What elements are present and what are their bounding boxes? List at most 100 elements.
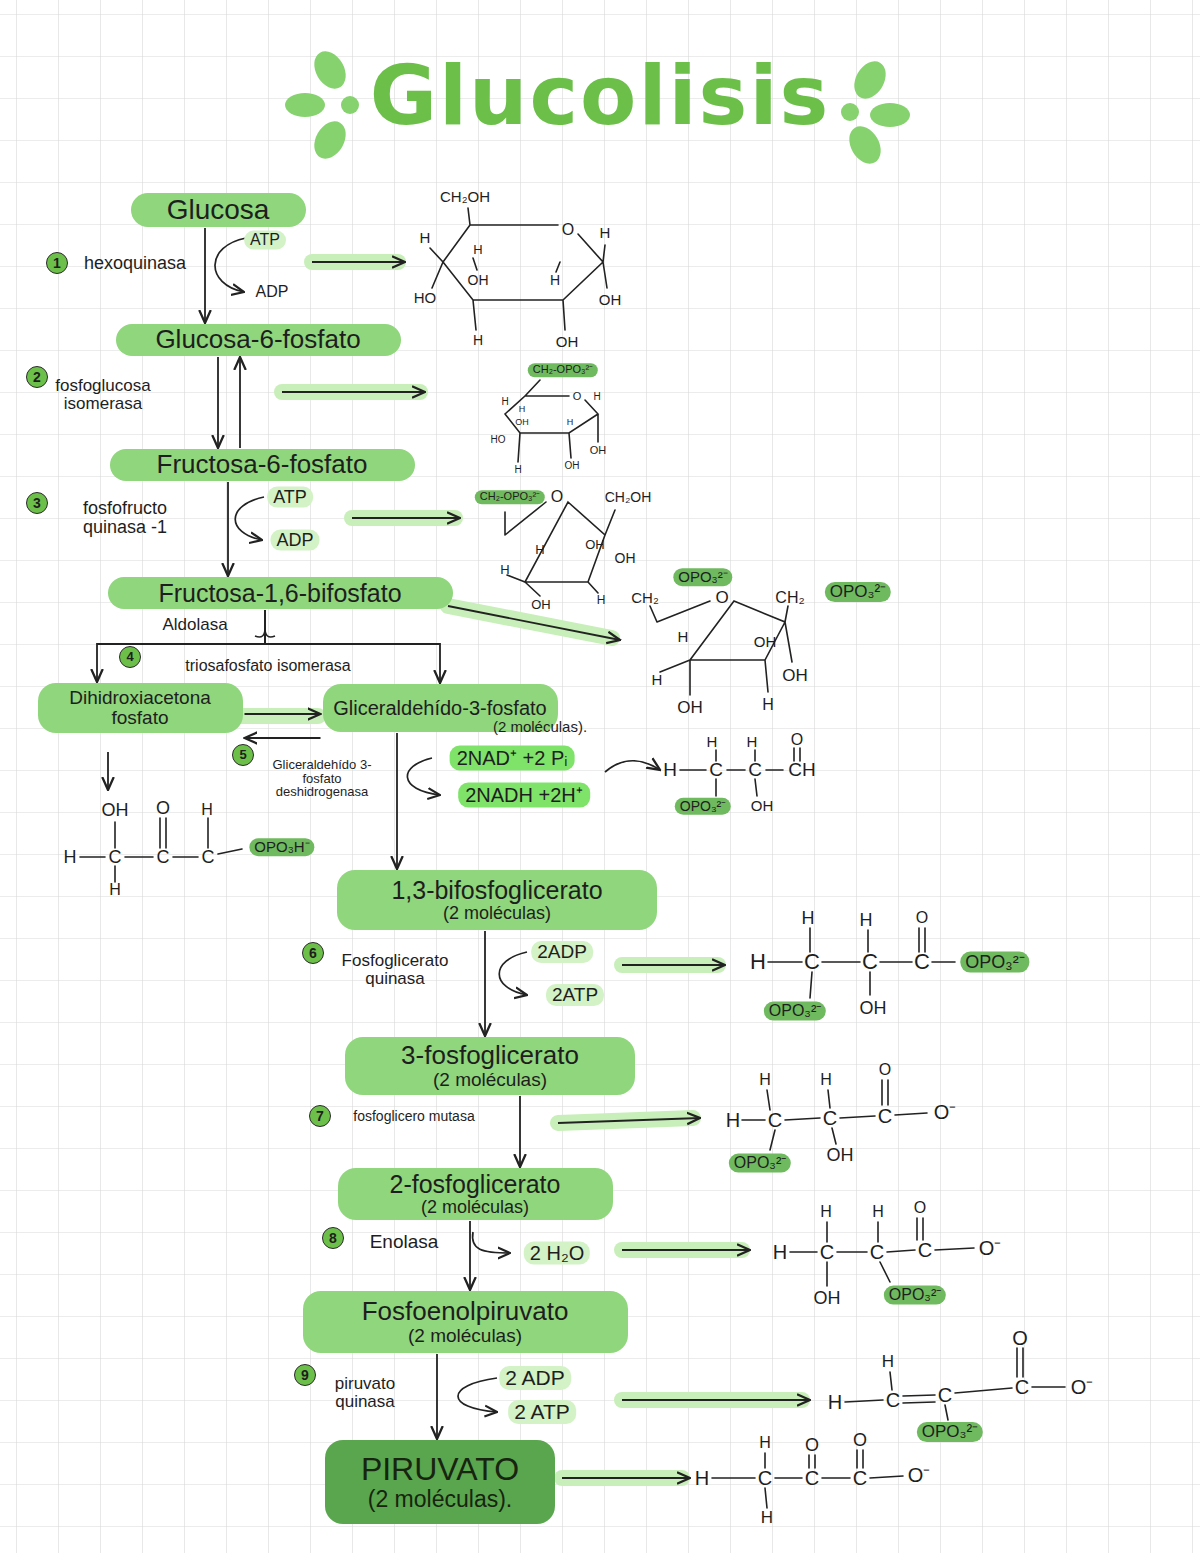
reaction-arrow [245, 713, 321, 715]
chemical-bond [80, 208, 1065, 1508]
atom-label: CH₂OH [440, 189, 490, 205]
metabolite-name: Gliceraldehído-3-fosfato [333, 698, 546, 719]
atom-label: OH [599, 292, 622, 308]
molecule-count: (2 moléculas) [421, 1198, 529, 1217]
atom-label: HO [491, 435, 506, 446]
enzyme-label: piruvato quinasa [315, 1375, 415, 1411]
atom-label: H [762, 697, 774, 714]
phosphate-group: OPO₃²⁻ [673, 568, 732, 586]
atom-label: H [820, 1204, 832, 1221]
enzyme-label: Fosfoglicerato quinasa [320, 952, 470, 988]
atom-label: O [916, 910, 928, 927]
atom-label: H [747, 734, 758, 750]
atom-label: O [879, 1062, 891, 1079]
atom-label: H [473, 333, 483, 348]
phosphate-group: CH₂-OPO₃²⁻ [528, 363, 598, 377]
atom-label: OH [468, 273, 489, 288]
metabolite-name: Glucosa [167, 195, 270, 224]
metabolite-box: 1,3-bifosfoglicerato(2 moléculas) [337, 870, 657, 930]
atom-label: O [791, 732, 803, 749]
atom-label: CH₂ [775, 590, 804, 607]
metabolite-box: Dihidroxiacetona fosfato [38, 683, 243, 733]
atom-label: H [593, 392, 600, 403]
atom-label: OH [827, 1146, 854, 1165]
atom-label: O⁻ [908, 1465, 931, 1486]
atom-label: OH [677, 699, 703, 717]
atom-label: OH [782, 667, 808, 685]
atom-label: C [805, 1468, 819, 1489]
callout-number: 6 [302, 942, 324, 964]
atom-label: OH [515, 418, 529, 427]
atom-label: H [519, 405, 526, 414]
callout-number: 2 [26, 366, 48, 388]
cofactor-label: 2NADH +2H⁺ [458, 783, 590, 808]
atom-label: O [1012, 1328, 1028, 1349]
enzyme-label: triosafosfato isomerasa [185, 658, 350, 675]
atom-label: H [550, 273, 560, 288]
enzyme-label: hexoquinasa [84, 254, 186, 273]
metabolite-name: Glucosa-6-fosfato [155, 326, 360, 353]
enzyme-label: Enolasa [370, 1232, 439, 1252]
atom-label: H [501, 397, 508, 408]
atom-label: O [156, 799, 170, 818]
atom-label: C [758, 1468, 772, 1489]
atom-label: OH [754, 634, 777, 650]
atom-label: C [768, 1110, 782, 1131]
callout-number: 3 [26, 492, 48, 514]
cofactor-label: ATP [244, 231, 286, 250]
reaction-arrow [227, 482, 229, 576]
metabolite-box: 3-fosfoglicerato(2 moléculas) [345, 1037, 635, 1095]
cofactor-label: ADP [270, 530, 319, 551]
atom-label: C [1015, 1377, 1029, 1398]
metabolite-name: 2-fosfoglicerato [390, 1171, 561, 1197]
atom-label: H [828, 1392, 842, 1413]
atom-label: C [109, 848, 122, 867]
metabolite-name: 3-fosfoglicerato [401, 1042, 579, 1069]
atom-label: H [663, 760, 677, 780]
phosphate-group: OPO₃²⁻ [764, 1002, 826, 1021]
atom-label: C [886, 1390, 900, 1411]
cofactor-label: 2ADP [531, 941, 593, 963]
phosphate-group: OPO₃²⁻ [675, 798, 731, 815]
atom-label: H [750, 950, 766, 973]
atom-label: H [707, 734, 718, 750]
metabolite-name: Dihidroxiacetona fosfato [44, 688, 237, 728]
atom-label: O [715, 589, 728, 607]
phosphate-group: OPO₃²⁻ [884, 1286, 946, 1305]
reaction-arrow [204, 228, 206, 323]
phosphate-group: CH₂-OPO₃²⁻ [475, 490, 545, 504]
atom-label: H [695, 1468, 709, 1489]
atom-label: H [820, 1072, 832, 1089]
atom-label: O [914, 1200, 926, 1217]
metabolite-box: Fructosa-6-fosfato [110, 449, 415, 481]
callout-number: 5 [232, 744, 254, 766]
callout-number: 1 [46, 252, 68, 274]
cofactor-label: 2ATP [546, 984, 604, 1006]
metabolite-box: Glucosa [131, 193, 306, 227]
atom-label: H [473, 243, 482, 257]
metabolite-box: Glucosa-6-fosfato [116, 324, 401, 356]
atom-label: C [870, 1242, 884, 1263]
atom-label: H [535, 543, 544, 557]
atom-label: O⁻ [979, 1238, 1002, 1259]
atom-label: OH [814, 1289, 841, 1308]
callout-number: 7 [309, 1105, 331, 1127]
atom-label: C [918, 1240, 932, 1261]
atom-label: H [500, 563, 509, 577]
structure-arrow [108, 262, 810, 1478]
atom-label: H [109, 882, 121, 899]
cofactor-arrow [215, 238, 527, 1412]
reaction-arrow [239, 357, 241, 448]
atom-label: C [202, 848, 215, 867]
atom-label: H [759, 1072, 771, 1089]
atom-label: C [823, 1108, 837, 1129]
atom-label: OH [102, 801, 129, 820]
atom-label: OH [860, 999, 887, 1018]
product-box: PIRUVATO(2 moléculas). [325, 1440, 555, 1524]
molecule-count: (2 moléculas). [368, 1487, 512, 1511]
atom-label: O⁻ [934, 1102, 957, 1123]
metabolite-name: Fructosa-1,6-bifosfato [158, 580, 401, 606]
callout-number: 4 [119, 646, 141, 668]
atom-label: C [914, 950, 930, 973]
atom-label: H [872, 1204, 884, 1221]
